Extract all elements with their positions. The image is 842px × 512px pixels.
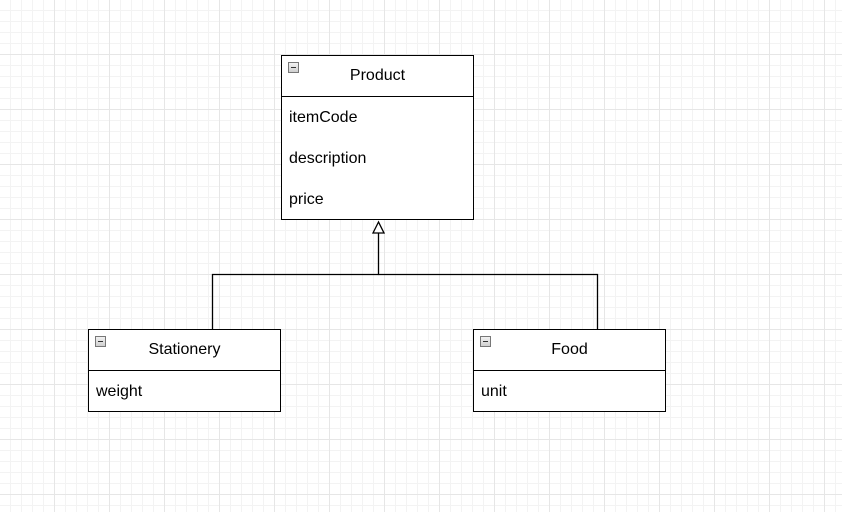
minus-square-icon[interactable] — [288, 62, 299, 73]
generalization-food-product[interactable] — [378, 273, 599, 330]
class-name: Product — [349, 67, 406, 84]
minus-square-icon[interactable] — [480, 336, 491, 347]
attribute-list: unit — [474, 371, 665, 412]
attribute-item[interactable]: price — [289, 191, 324, 208]
minus-square-icon[interactable] — [95, 336, 106, 347]
attribute-item[interactable]: unit — [481, 383, 507, 400]
class-header[interactable]: Product — [282, 56, 473, 97]
class-header[interactable]: Food — [474, 330, 665, 371]
generalization-stationery-product[interactable] — [211, 233, 380, 329]
class-name: Stationery — [148, 341, 221, 358]
attribute-item[interactable]: itemCode — [289, 109, 358, 126]
attribute-list: weight — [89, 371, 280, 412]
class-stationery[interactable]: Stationery weight — [88, 329, 281, 412]
attribute-item[interactable]: description — [289, 150, 367, 167]
attribute-list: itemCode description price — [282, 97, 473, 220]
inheritance-arrowhead — [371, 220, 386, 234]
class-name: Food — [551, 341, 588, 358]
class-header[interactable]: Stationery — [89, 330, 280, 371]
class-food[interactable]: Food unit — [473, 329, 666, 412]
class-product[interactable]: Product itemCode description price — [281, 55, 474, 220]
attribute-item[interactable]: weight — [96, 383, 143, 400]
